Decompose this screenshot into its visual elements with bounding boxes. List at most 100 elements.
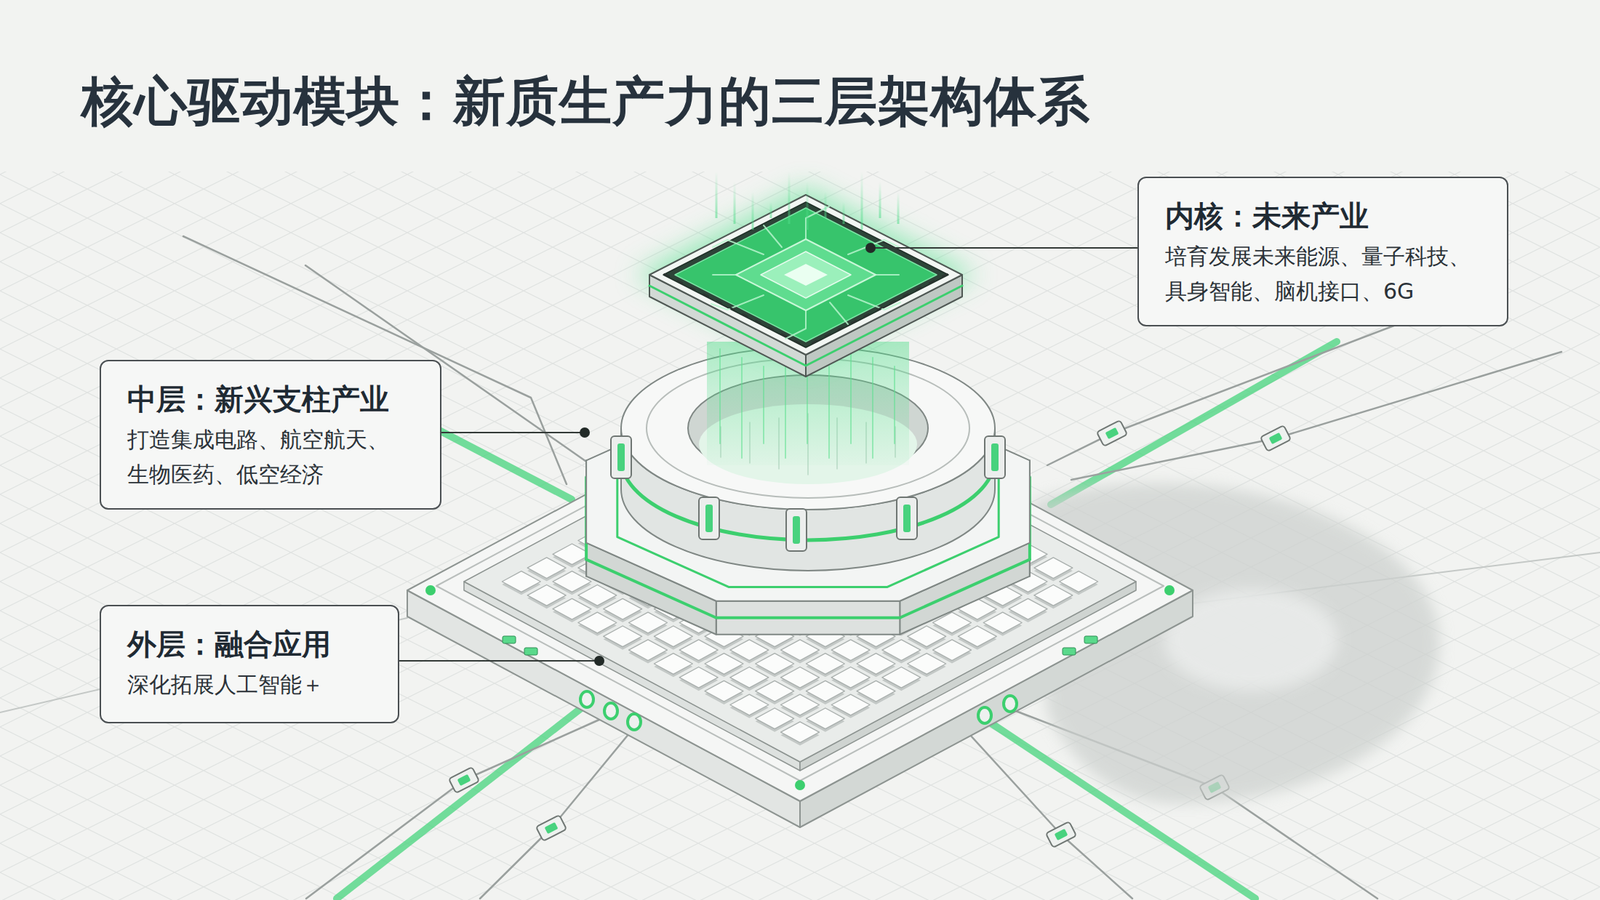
grid-cell	[653, 653, 693, 675]
grid-cell	[755, 708, 795, 730]
connector-led	[544, 822, 559, 835]
green-wire	[336, 704, 587, 899]
leader-dot	[594, 656, 605, 667]
connector-body	[1096, 420, 1128, 447]
ring-bracket	[610, 436, 632, 479]
connector-led	[1105, 427, 1120, 440]
grid-cell	[781, 722, 820, 744]
wire-connector	[1260, 425, 1291, 452]
light-beam	[872, 357, 874, 459]
grid-cell	[629, 612, 668, 634]
wire-connector	[1096, 420, 1128, 447]
chip-pin	[768, 328, 774, 331]
circuit-trace	[848, 295, 901, 310]
light-beam	[850, 349, 852, 444]
corner-led	[1164, 585, 1175, 596]
grid-cell	[1034, 585, 1073, 607]
grid-cell	[629, 640, 668, 662]
light-beam	[733, 181, 736, 224]
grid-cell	[1008, 598, 1048, 620]
wire	[1047, 305, 1448, 466]
connector-led	[457, 774, 472, 787]
grid-cell	[603, 626, 643, 648]
chip-pin	[742, 314, 747, 317]
grid-cell	[679, 640, 718, 662]
background-grid	[0, 171, 1600, 900]
leader-line	[399, 660, 600, 662]
connector-body	[1260, 425, 1291, 452]
cast-shadow	[1032, 482, 1440, 804]
light-beam	[893, 366, 896, 444]
grid-cell	[781, 694, 820, 716]
grid-cell	[603, 598, 643, 620]
housing-side	[716, 601, 901, 635]
chip-pin	[812, 341, 817, 344]
bracket-led	[792, 516, 800, 544]
light-beam	[741, 357, 743, 459]
light-beam	[752, 192, 755, 230]
grid-cell	[831, 640, 870, 662]
light-beam	[879, 181, 882, 219]
leader-line	[441, 432, 585, 434]
grid-cell	[805, 680, 845, 702]
light-beam	[762, 366, 765, 444]
green-wire	[1050, 341, 1337, 505]
wire-connector	[1045, 821, 1077, 848]
ring-bracket	[698, 497, 720, 540]
wire	[1071, 352, 1562, 480]
wire-connector	[536, 815, 567, 842]
circuit-trace	[711, 295, 764, 310]
ring-bracket	[984, 436, 1006, 479]
callout-body: 深化拓展人工智能＋	[127, 667, 372, 703]
grid-cell	[957, 626, 997, 648]
grid-cell	[527, 557, 566, 579]
callout-box: 外层：融合应用深化拓展人工智能＋	[99, 605, 400, 724]
light-beam	[715, 171, 718, 219]
light-beam	[824, 192, 827, 219]
connector-led	[1269, 432, 1283, 445]
grid-cell	[983, 612, 1022, 634]
grid-cell	[907, 653, 947, 675]
chip-center	[784, 264, 828, 286]
chip-pin	[825, 334, 830, 337]
grid-cell	[1059, 571, 1099, 593]
housing-accent	[716, 616, 901, 620]
grid-cell	[679, 667, 718, 689]
grid-cell	[805, 653, 845, 675]
connector-body	[1045, 821, 1077, 848]
circuit-trace	[763, 225, 782, 248]
wire-connector	[448, 767, 480, 794]
chip-frame	[663, 202, 949, 348]
grid-cell	[933, 640, 972, 662]
leader-dot	[865, 242, 876, 254]
bracket-led	[617, 443, 625, 472]
chip-pin	[877, 307, 883, 310]
title-block: 核心驱动模块：新质生产力的三层架构体系	[81, 69, 1091, 133]
connector-body	[536, 815, 567, 842]
chip-pin	[690, 288, 696, 291]
chip-pin	[838, 328, 843, 331]
chip-pin	[929, 280, 934, 283]
grid-cell	[704, 680, 744, 702]
base-tab	[1062, 648, 1076, 656]
base-tab	[502, 636, 516, 644]
callout-heading: 内核：未来产业	[1165, 197, 1481, 235]
chip-core	[760, 251, 851, 299]
leader-line	[870, 247, 1138, 249]
port	[580, 691, 594, 708]
callout-body: 培育发展未来能源、量子科技、具身智能、脑机接口、6G	[1165, 239, 1478, 310]
grid-cell	[730, 667, 769, 689]
base-tab	[1084, 636, 1098, 644]
chip-pin	[730, 307, 735, 310]
base-tab	[524, 648, 538, 656]
callout-box: 内核：未来产业培育发展未来能源、量子科技、具身智能、脑机接口、6G	[1137, 176, 1509, 327]
bracket-led	[991, 443, 999, 472]
wire	[480, 729, 633, 899]
light-beam	[719, 349, 721, 444]
connector-led	[1054, 829, 1069, 841]
grid-cell	[781, 640, 820, 662]
light-beam	[861, 171, 864, 230]
grid-cell	[552, 598, 592, 620]
